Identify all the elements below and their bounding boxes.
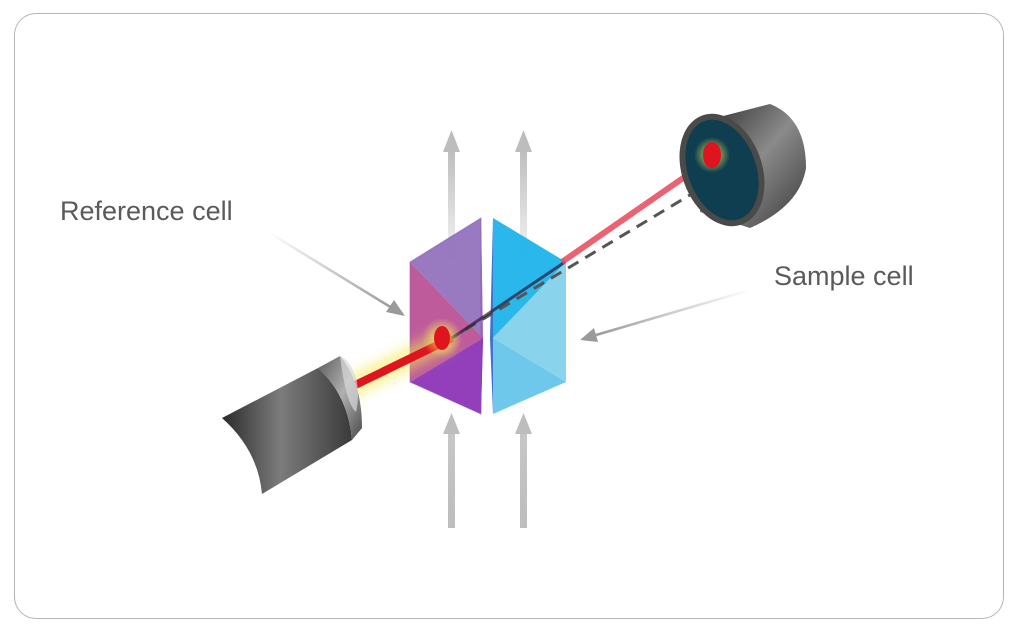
- reference-cell-label: Reference cell: [60, 196, 233, 226]
- inflow-arrow-reference: [443, 413, 460, 528]
- sample-cell-label: Sample cell: [774, 261, 914, 291]
- photodetector: [679, 104, 806, 228]
- sample-cell-prism: [490, 218, 566, 414]
- undeflected-beam-path: [447, 178, 716, 342]
- laser-source: [222, 356, 362, 494]
- inflow-arrow-sample: [515, 413, 532, 528]
- beam-spot-cell: [422, 318, 462, 358]
- outflow-arrow-sample: [515, 130, 532, 260]
- sample-cell-pointer: [580, 288, 751, 342]
- beam-spot-detector: [703, 142, 721, 168]
- reference-cell-pointer: [267, 230, 405, 316]
- outflow-arrow-reference: [443, 130, 460, 260]
- laser-beam-in-cell: [451, 260, 566, 340]
- reference-cell-prism: [409, 217, 483, 415]
